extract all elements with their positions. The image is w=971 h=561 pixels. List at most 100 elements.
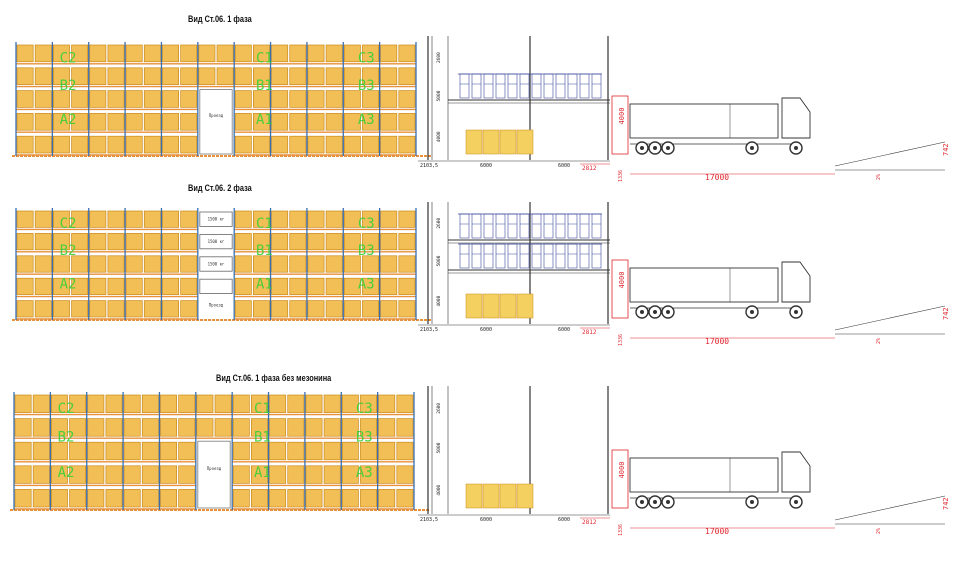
mezzanine-shelf bbox=[459, 213, 470, 239]
zone-label-top_mid: С1 bbox=[254, 401, 271, 417]
pallet-box bbox=[160, 465, 177, 484]
pallet-box bbox=[53, 135, 70, 154]
pallet-box bbox=[105, 394, 123, 413]
pallet-box bbox=[14, 394, 32, 413]
zone-label-top_right: С3 bbox=[356, 401, 373, 417]
pallet-box bbox=[69, 465, 87, 484]
mezzanine-shelf bbox=[555, 73, 566, 99]
pallet-box bbox=[32, 394, 50, 413]
pallet-box bbox=[32, 465, 50, 484]
pallet-box bbox=[105, 418, 123, 437]
floor-dim-mid: 6000 bbox=[480, 327, 492, 333]
pallet-box bbox=[105, 465, 123, 484]
pallet-box bbox=[196, 418, 214, 437]
pallet-box bbox=[32, 418, 50, 437]
pallet-box bbox=[198, 44, 216, 63]
truck-wheel-hub bbox=[640, 146, 644, 150]
pallet-box bbox=[360, 465, 377, 484]
pallet-box bbox=[123, 489, 141, 508]
pallet-box bbox=[398, 255, 416, 273]
mezzanine-shelf bbox=[591, 213, 602, 239]
mezzanine-shelf bbox=[531, 73, 542, 99]
pallet-box bbox=[16, 113, 34, 131]
pallet-box bbox=[178, 489, 196, 508]
zone-label-bot_left: А2 bbox=[58, 465, 75, 481]
pallet-box bbox=[123, 418, 141, 437]
zone-label-bot_mid: А1 bbox=[254, 465, 271, 481]
pallet-box bbox=[287, 465, 305, 484]
pallet-box bbox=[214, 394, 232, 413]
pallet-box bbox=[107, 44, 125, 63]
pallet-box bbox=[87, 418, 105, 437]
ramp-line bbox=[834, 141, 946, 167]
pallet-box bbox=[160, 489, 177, 508]
pallet-box bbox=[178, 441, 196, 461]
pallet-box bbox=[341, 418, 359, 437]
pallet-box bbox=[89, 135, 107, 154]
floor-pallet bbox=[482, 483, 500, 509]
ramp-line bbox=[834, 305, 946, 331]
pallet-box bbox=[362, 233, 379, 251]
zone-label-top_mid: С1 bbox=[256, 216, 273, 232]
mezzanine-shelf bbox=[543, 213, 554, 239]
zone-label-mid_mid: В1 bbox=[256, 78, 273, 94]
pallet-box bbox=[198, 67, 216, 85]
pallet-box bbox=[396, 394, 414, 413]
pallet-box bbox=[16, 255, 34, 273]
pallet-box bbox=[107, 277, 125, 295]
floor-dim-mid: 6000 bbox=[480, 163, 492, 169]
pallet-box bbox=[271, 255, 289, 273]
pallet-box bbox=[107, 255, 125, 273]
pallet-box bbox=[53, 67, 70, 85]
pallet-box bbox=[307, 300, 325, 318]
pallet-box bbox=[141, 418, 159, 437]
pallet-box bbox=[125, 300, 143, 318]
floor-dim-mid: 6000 bbox=[480, 517, 492, 523]
pallet-box bbox=[360, 489, 377, 508]
pallet-box bbox=[16, 135, 34, 154]
mezzanine-shelf bbox=[579, 243, 590, 269]
pallet-box bbox=[34, 67, 52, 85]
pallet-box bbox=[162, 67, 179, 85]
pallet-box bbox=[34, 277, 52, 295]
pallet-box bbox=[34, 90, 52, 108]
floor-dim-left: 2103,5 bbox=[420, 327, 438, 333]
dock-dim-a: 2812 bbox=[582, 165, 597, 172]
pallet-box bbox=[162, 44, 179, 63]
pallet-box bbox=[325, 277, 343, 295]
mezzanine-shelf bbox=[495, 213, 506, 239]
pallet-box bbox=[360, 418, 377, 437]
ramp-slope-label: 2% bbox=[876, 528, 882, 534]
pallet-box bbox=[253, 233, 270, 251]
pallet-box bbox=[251, 489, 268, 508]
zone-label-mid_left: В2 bbox=[60, 78, 77, 94]
pallet-box bbox=[234, 300, 252, 318]
pallet-box bbox=[89, 233, 107, 251]
pallet-box bbox=[287, 489, 305, 508]
floor-dim-right: 6000 bbox=[558, 163, 570, 169]
pallet-box bbox=[234, 135, 252, 154]
pallet-box bbox=[343, 210, 361, 228]
pallet-box bbox=[362, 255, 379, 273]
mezzanine-shelf bbox=[531, 213, 542, 239]
pallet-box bbox=[234, 90, 252, 108]
pallet-box bbox=[343, 135, 361, 154]
zone-label-bot_mid: А1 bbox=[256, 112, 273, 128]
aisle-load-label: 1500 кг bbox=[208, 239, 225, 244]
pallet-box bbox=[51, 394, 68, 413]
passage-opening bbox=[199, 89, 233, 155]
pallet-box bbox=[380, 67, 398, 85]
pallet-box bbox=[396, 418, 414, 437]
pallet-box bbox=[378, 441, 396, 461]
ramp-height-label: 742 bbox=[942, 143, 950, 156]
pallet-box bbox=[380, 255, 398, 273]
pallet-box bbox=[125, 277, 143, 295]
pallet-box bbox=[307, 210, 325, 228]
mezzanine-shelf bbox=[579, 213, 590, 239]
pallet-box bbox=[125, 90, 143, 108]
pallet-box bbox=[71, 90, 89, 108]
pallet-box bbox=[323, 489, 341, 508]
pallet-box bbox=[180, 135, 198, 154]
building-height-label: 2600 bbox=[436, 52, 442, 63]
